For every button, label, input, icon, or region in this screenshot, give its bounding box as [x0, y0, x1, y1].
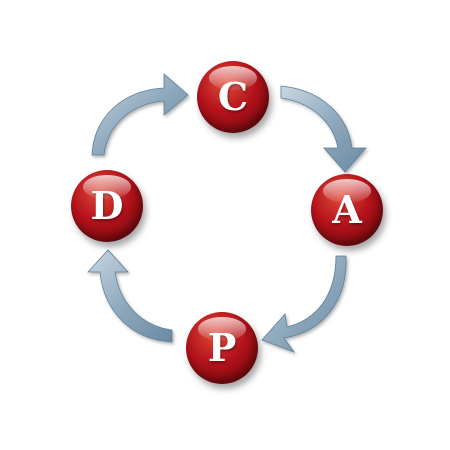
node-c: C: [197, 61, 269, 133]
arrow-p-to-d: [87, 249, 173, 343]
arrow-d-to-c: [91, 73, 189, 156]
node-a: A: [311, 174, 383, 246]
node-p: P: [186, 312, 258, 384]
arrow-a-to-p: [261, 255, 347, 353]
node-a-letter: A: [332, 187, 362, 232]
node-d: D: [71, 170, 143, 242]
node-d-letter: D: [90, 183, 124, 228]
arrow-c-to-a: [280, 85, 367, 173]
node-p-letter: P: [207, 325, 237, 370]
node-c-letter: C: [217, 74, 249, 119]
